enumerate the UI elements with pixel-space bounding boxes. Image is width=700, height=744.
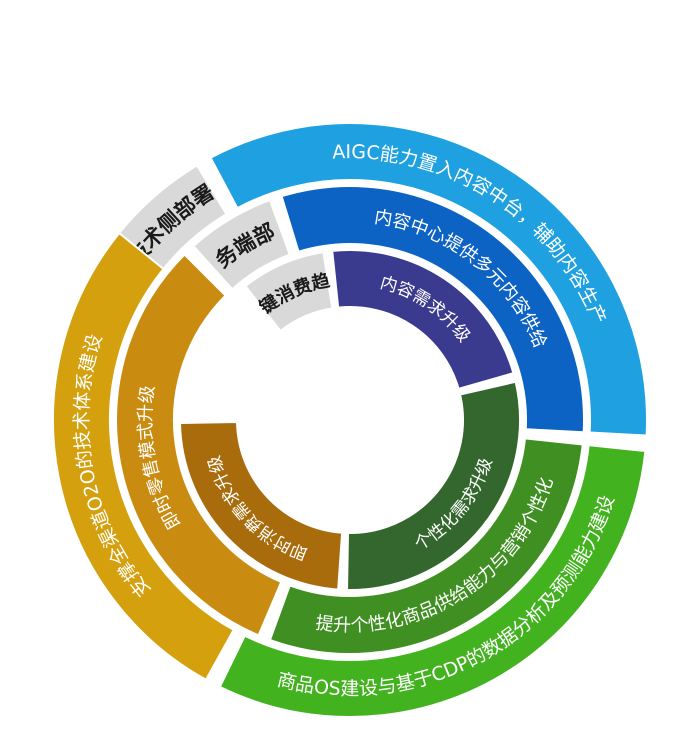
outer-ring-left-arc xyxy=(52,231,236,682)
middle-ring-bottom-arc xyxy=(268,437,584,655)
middle-ring-right-arc xyxy=(280,185,585,434)
inner-ring-right-arc xyxy=(331,249,515,391)
inner-ring-left-arc xyxy=(179,420,344,591)
outer-ring-right-arc xyxy=(209,122,648,437)
inner-ring-bottom-segment: 个性化需求升级 xyxy=(346,380,521,591)
inner-ring-top-arc xyxy=(243,250,334,333)
middle-ring-left-arc xyxy=(115,253,283,637)
outer-ring-bottom-arc xyxy=(218,443,647,718)
middle-ring-top-arc xyxy=(192,198,292,291)
inner-ring-bottom-arc xyxy=(346,380,521,591)
